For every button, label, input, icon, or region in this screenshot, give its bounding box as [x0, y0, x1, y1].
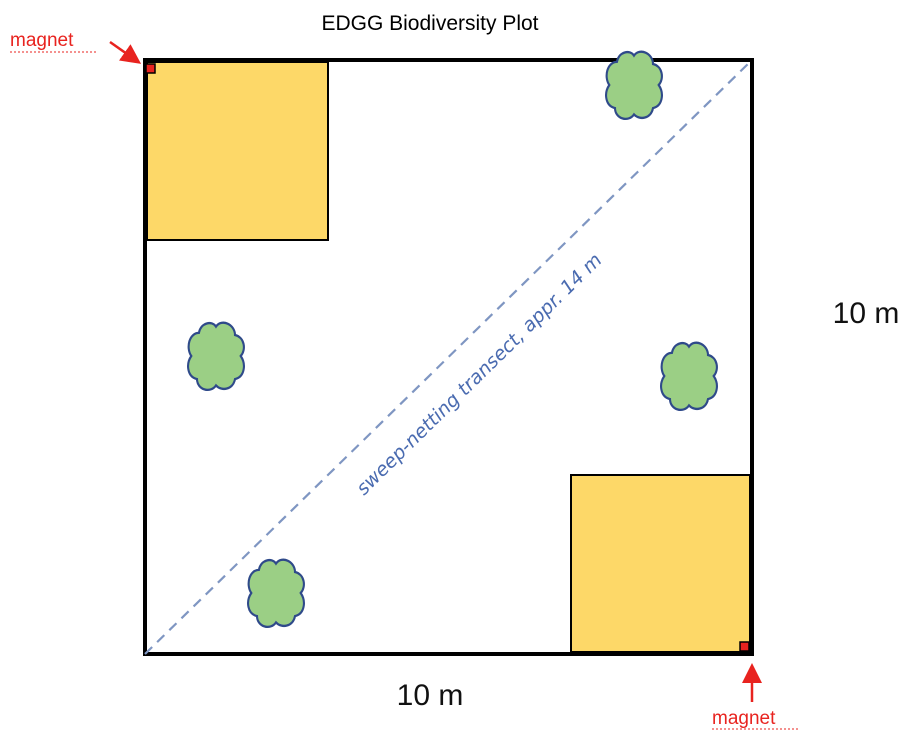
subplot-bottom-right: [570, 474, 751, 653]
diagram-title: EDGG Biodiversity Plot: [321, 12, 538, 35]
arrow-icon: [109, 40, 142, 64]
magnet-label-top: magnet: [10, 30, 74, 51]
magnet-marker-bottom-right: [739, 641, 750, 652]
height-label: 10 m: [833, 297, 900, 330]
magnet-marker-top-left: [145, 63, 156, 74]
shrub-icon: [659, 341, 719, 412]
shrub-icon: [186, 321, 246, 392]
subplot-top-left: [146, 61, 329, 241]
magnet-label-bottom: magnet: [712, 708, 776, 729]
shrub-icon: [604, 50, 664, 121]
width-label: 10 m: [397, 679, 464, 712]
transect-line: [144, 59, 753, 655]
shrub-icon: [246, 558, 306, 629]
